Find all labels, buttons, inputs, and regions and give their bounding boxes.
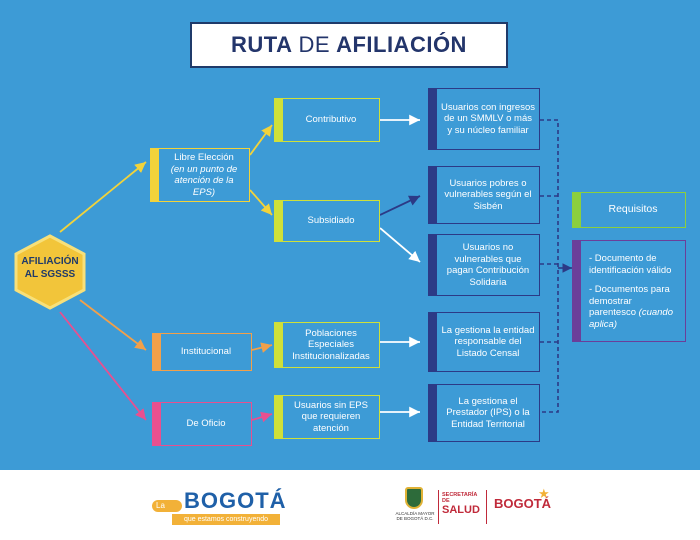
- bogota-tagline: que estamos construyendo: [172, 514, 280, 525]
- node-usuarios-sin-eps: Usuarios sin EPS que requieren atención: [274, 395, 380, 439]
- bogota-city-logo: BOGOTÁ: [494, 496, 552, 511]
- star-icon: ★: [538, 486, 550, 501]
- bogota-word: BOGOTÁ: [184, 488, 287, 513]
- node-poblaciones: Poblaciones Especiales Institucionalizad…: [274, 322, 380, 368]
- node-bar: [428, 234, 437, 296]
- libre-note: (en un punto de atención de la EPS): [170, 163, 238, 198]
- libre-label: Libre Elección: [174, 152, 234, 163]
- node-bar: [428, 166, 437, 224]
- node-bar: [572, 240, 581, 342]
- requisito-item-1: - Documento de identificación válido: [589, 253, 672, 276]
- title-word-ruta: RUTA: [231, 32, 293, 57]
- coat-of-arms-icon: [405, 487, 423, 509]
- institucional-label: Institucional: [180, 346, 232, 358]
- bogota-campaign-logo: La BOGOTÁ que estamos construyendo: [150, 488, 290, 525]
- page-title: RUTA DE AFILIACIÓN: [190, 22, 508, 68]
- node-bar: [152, 333, 161, 371]
- node-bar: [428, 88, 437, 150]
- usuarios-sin-eps-label: Usuarios sin EPS que requieren atención: [294, 399, 368, 434]
- requisitos-items: - Documento de identificación válido - D…: [573, 241, 685, 330]
- poblaciones-label: Poblaciones Especiales Institucionalizad…: [292, 327, 370, 362]
- requisitos-header: Requisitos: [572, 192, 686, 228]
- secretaria-text: SECRETARÍA DE: [442, 492, 478, 504]
- requisito-item-2: - Documentos para demostrar parentesco (…: [589, 284, 681, 330]
- node-bar: [572, 192, 581, 228]
- root-label-line2: AL SGSSS: [24, 269, 76, 280]
- requisitos-title: Requisitos: [608, 203, 658, 216]
- alcaldia-text: ALCALDÍA MAYOR DE BOGOTÁ D.C.: [395, 511, 435, 521]
- pobres-label: Usuarios pobres o vulnerables según el S…: [444, 177, 532, 212]
- title-word-afiliacion: AFILIACIÓN: [336, 32, 467, 57]
- node-bar: [274, 322, 283, 368]
- requisitos-list: - Documento de identificación válido - D…: [572, 240, 686, 342]
- footer-separator: [438, 490, 439, 524]
- node-censal: La gestiona la entidad responsable del L…: [428, 312, 540, 372]
- node-bar: [150, 148, 159, 202]
- subsidiado-label: Subsidiado: [307, 215, 355, 227]
- footer-separator: [486, 490, 487, 524]
- node-subsidiado: Subsidiado: [274, 200, 380, 242]
- censal-label: La gestiona la entidad responsable del L…: [441, 324, 535, 359]
- node-bar: [428, 384, 437, 442]
- requisito-item-2-note: (cuando aplica): [589, 307, 673, 330]
- root-hexagon: [14, 234, 86, 310]
- secretaria-salud-logo: SECRETARÍA DE SALUD: [442, 492, 482, 516]
- node-bar: [274, 395, 283, 439]
- node-prestador: La gestiona el Prestador (IPS) o la Enti…: [428, 384, 540, 442]
- connector-lines: [59, 114, 572, 423]
- no-vulnerables-label: Usuarios no vulnerables que pagan Contri…: [446, 242, 530, 288]
- node-bar: [274, 98, 283, 142]
- contributivo-label: Contributivo: [305, 114, 357, 126]
- node-contributivo: Contributivo: [274, 98, 380, 142]
- salud-text: SALUD: [442, 504, 480, 516]
- node-de-oficio: De Oficio: [152, 402, 252, 446]
- node-no-vulnerables: Usuarios no vulnerables que pagan Contri…: [428, 234, 540, 296]
- node-bar: [152, 402, 161, 446]
- bogota-logo-pill: [152, 500, 182, 512]
- title-word-de: DE: [298, 32, 331, 57]
- node-bar: [274, 200, 283, 242]
- alcaldia-logo: ALCALDÍA MAYOR DE BOGOTÁ D.C.: [395, 487, 435, 525]
- smmlv-label: Usuarios con ingresos de un SMMLV o más …: [441, 101, 535, 136]
- footer: [0, 470, 700, 540]
- bogota-prefix: La: [156, 501, 165, 510]
- node-libre-eleccion: Libre Elección (en un punto de atención …: [150, 148, 250, 202]
- node-institucional: Institucional: [152, 333, 252, 371]
- node-smmlv: Usuarios con ingresos de un SMMLV o más …: [428, 88, 540, 150]
- node-bar: [428, 312, 437, 372]
- node-libre-text: Libre Elección (en un punto de atención …: [151, 152, 249, 198]
- oficio-label: De Oficio: [186, 418, 226, 430]
- root-label-line1: AFILIACIÓN: [21, 256, 79, 267]
- requisito-item-2-text: - Documentos para demostrar parentesco: [589, 284, 670, 318]
- node-pobres: Usuarios pobres o vulnerables según el S…: [428, 166, 540, 224]
- prestador-label: La gestiona el Prestador (IPS) o la Enti…: [446, 395, 530, 430]
- root-label: AFILIACIÓN AL SGSSS: [12, 255, 88, 281]
